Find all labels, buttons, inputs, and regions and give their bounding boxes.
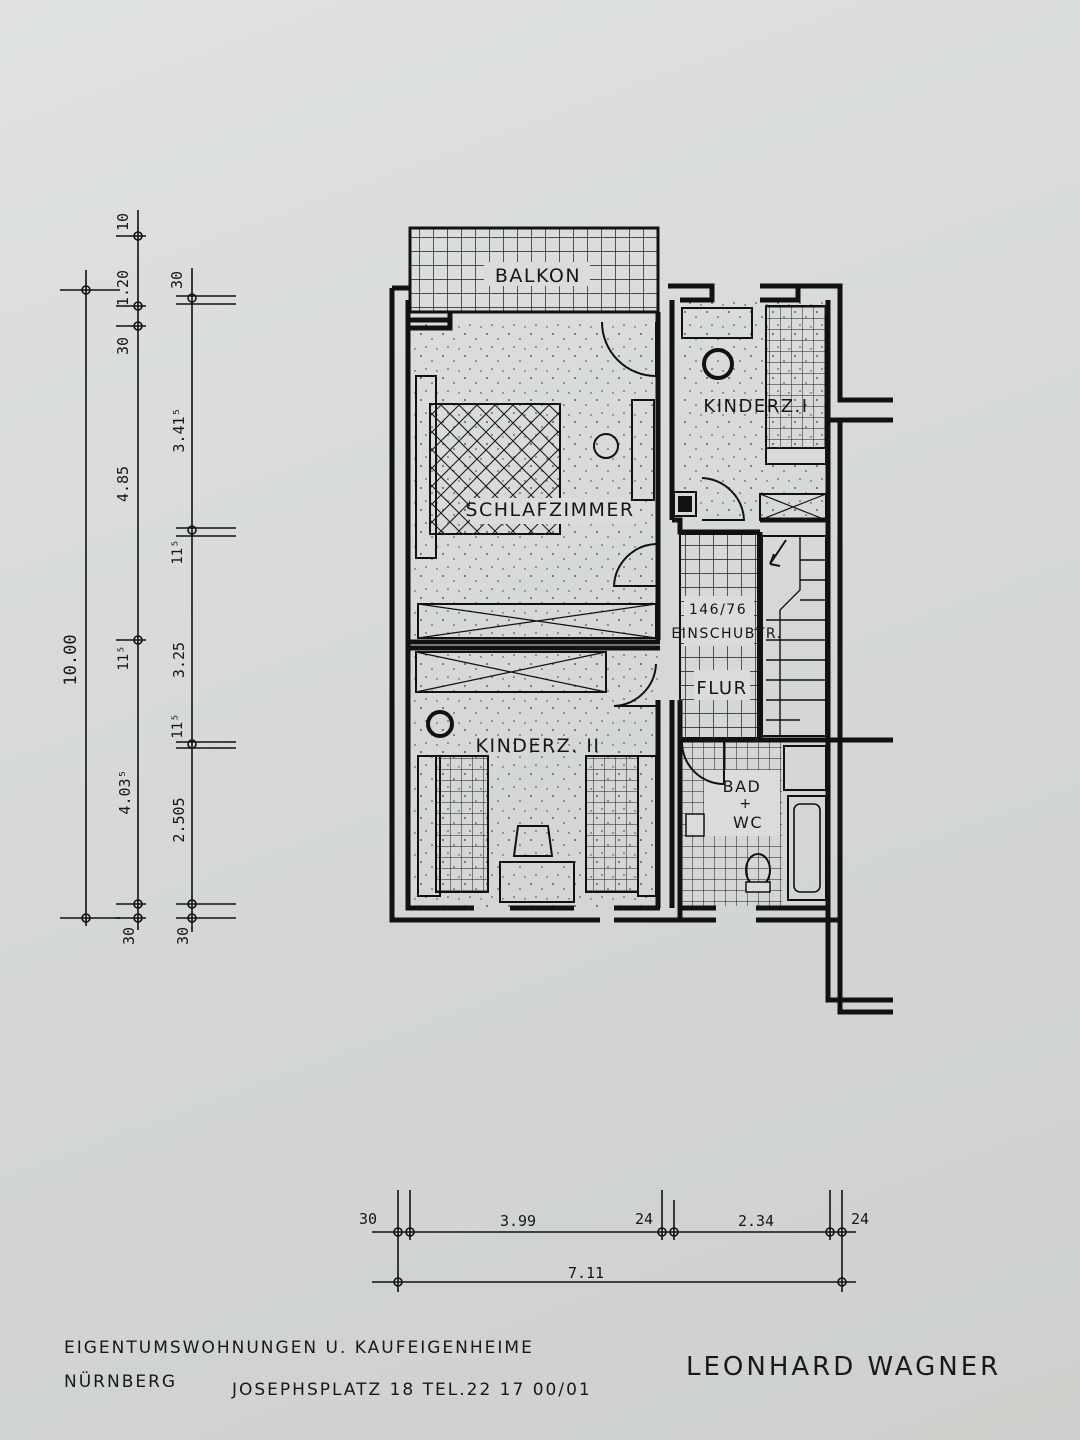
footer-city: NÜRNBERG <box>64 1372 178 1392</box>
label-bad-plus: + <box>739 796 752 812</box>
footer-address: JOSEPHSPLATZ 18 TEL.22 17 00/01 <box>232 1380 592 1400</box>
label-schlafzimmer: SCHLAFZIMMER <box>465 499 634 521</box>
dim-total-height: 10.00 <box>61 634 81 685</box>
dimension-labels-left: 10.00 10 1.20 30 4.85 11⁵ 3.25 4.03⁵ 30 … <box>61 213 192 945</box>
label-balkon: BALKON <box>495 265 581 287</box>
dimension-lines-bottom <box>372 1190 856 1292</box>
footer-brand: LEONHARD WAGNER <box>686 1352 1002 1382</box>
label-stair-size: 146/76 <box>689 602 747 618</box>
footer-line-1: EIGENTUMSWOHNUNGEN U. KAUFEIGENHEIME <box>64 1338 534 1358</box>
dim-11-5-c: 11⁵ <box>170 713 186 738</box>
label-flur: FLUR <box>696 678 747 699</box>
dimension-lines-left <box>60 210 236 932</box>
doors <box>601 321 746 786</box>
dim-30-b: 30 <box>120 927 138 945</box>
dimension-ticks-left <box>81 231 197 923</box>
dim-4-85: 4.85 <box>114 466 132 502</box>
label-wc: WC <box>733 813 763 832</box>
label-kinderz-1: KINDERZ.I <box>703 396 808 417</box>
label-kinderz-2: KINDERZ. II <box>476 735 601 757</box>
bathroom <box>682 742 827 906</box>
dim-10: 10 <box>114 213 132 231</box>
dim-30-c: 30 <box>168 271 186 289</box>
dim-1-20: 1.20 <box>114 270 132 306</box>
label-stair-type: EINSCHUBTR. <box>671 626 782 642</box>
dim-2-505: 2.505 <box>170 797 188 842</box>
dimension-labels-bottom: 30 3.99 24 2.34 24 7.11 <box>359 1210 869 1282</box>
dim-bottom-2-34: 2.34 <box>738 1212 774 1230</box>
dim-bottom-24-b: 24 <box>851 1210 869 1228</box>
staircase <box>679 533 827 739</box>
kids2-furniture <box>415 651 657 903</box>
walls <box>389 283 893 1015</box>
dim-11-5-b: 11⁵ <box>170 539 186 564</box>
balcony <box>408 226 660 314</box>
dim-11-5-a: 11⁵ <box>116 645 132 670</box>
kids1-furniture <box>673 305 827 521</box>
dim-bottom-3-99: 3.99 <box>500 1212 536 1230</box>
dim-3-25: 3.25 <box>170 642 188 678</box>
bedroom-furniture <box>415 375 657 639</box>
dim-bottom-total: 7.11 <box>568 1264 604 1282</box>
dim-30-a: 30 <box>114 337 132 355</box>
dim-3-415: 3.41⁵ <box>170 407 188 452</box>
dim-bottom-24-a: 24 <box>635 1210 653 1228</box>
dim-30-d: 30 <box>174 927 192 945</box>
dim-bottom-30: 30 <box>359 1210 377 1228</box>
label-bad: BAD <box>723 777 762 796</box>
dim-4-035: 4.03⁵ <box>116 769 134 814</box>
